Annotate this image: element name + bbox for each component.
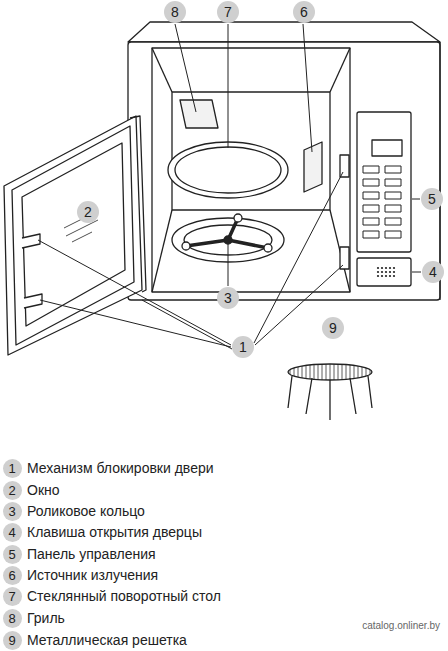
speaker-dot [381, 267, 383, 269]
callout-text: 6 [8, 569, 15, 582]
speaker-dot [381, 275, 383, 277]
callout-number: 9 [322, 317, 344, 339]
callout-text: 9 [8, 634, 15, 647]
speaker-dot [393, 275, 395, 277]
callout-text: 7 [8, 590, 15, 603]
speaker-dot [385, 275, 387, 277]
callout-text: 6 [300, 5, 308, 19]
callout-text: 4 [8, 526, 15, 539]
callout-number: 8 [3, 609, 22, 628]
callout-text: 1 [8, 462, 15, 475]
part-name: Металлическая решетка [27, 632, 187, 648]
callout-number: 3 [217, 287, 239, 309]
panel-button [385, 218, 401, 225]
callout-number: 4 [422, 261, 444, 283]
part-name: Роликовое кольцо [27, 503, 145, 519]
part-name: Стеклянный поворотный стол [27, 588, 221, 604]
panel-button [385, 166, 401, 173]
callout-text: 5 [8, 548, 15, 561]
callout-number: 5 [3, 545, 22, 564]
callout-text: 5 [428, 192, 436, 206]
speaker-dot [377, 267, 379, 269]
callout-text: 3 [8, 505, 15, 518]
speaker-dot [377, 275, 379, 277]
speaker-dot [385, 271, 387, 273]
callout-number: 2 [3, 481, 22, 500]
part-name: Гриль [27, 610, 65, 626]
panel-button [363, 218, 379, 225]
callout-number: 1 [232, 336, 254, 358]
callout-number: 5 [421, 188, 443, 210]
speaker-dot [389, 275, 391, 277]
callout-text: 8 [8, 612, 15, 625]
callout-text: 2 [8, 484, 15, 497]
panel-button [385, 205, 401, 212]
speaker-dot [393, 271, 395, 273]
callout-text: 9 [329, 321, 337, 335]
panel-button [363, 205, 379, 212]
speaker-dot [385, 267, 387, 269]
callout-number: 3 [3, 502, 22, 521]
panel-button [385, 231, 401, 238]
watermark: catalog.onliner.by [362, 620, 440, 632]
speaker-dot [389, 271, 391, 273]
panel-button [363, 231, 379, 238]
panel-button [363, 166, 379, 173]
callout-number: 9 [3, 631, 22, 650]
part-name: Панель управления [27, 546, 156, 562]
speaker-dot [393, 267, 395, 269]
callout-number: 4 [3, 523, 22, 542]
callout-text: 1 [239, 340, 247, 354]
callout-number: 1 [3, 459, 22, 478]
panel-button [363, 179, 379, 186]
part-name: Окно [27, 482, 60, 498]
speaker-dot [377, 271, 379, 273]
panel-button [385, 179, 401, 186]
speaker-dot [389, 267, 391, 269]
speaker-dot [381, 271, 383, 273]
callout-number: 2 [77, 201, 99, 223]
callout-number: 6 [3, 566, 22, 585]
callout-text: 3 [224, 291, 232, 305]
part-name: Клавиша открытия дверцы [27, 524, 202, 540]
callout-text: 4 [429, 265, 437, 279]
panel-button [385, 192, 401, 199]
callout-text: 8 [171, 5, 179, 19]
callout-number: 7 [3, 587, 22, 606]
part-name: Источник излучения [27, 567, 158, 583]
callout-text: 7 [224, 5, 232, 19]
callout-number: 6 [293, 1, 315, 23]
callout-number: 8 [164, 1, 186, 23]
part-name: Механизм блокировки двери [27, 460, 214, 476]
callout-text: 2 [84, 205, 92, 219]
panel-button [363, 192, 379, 199]
callout-number: 7 [217, 1, 239, 23]
